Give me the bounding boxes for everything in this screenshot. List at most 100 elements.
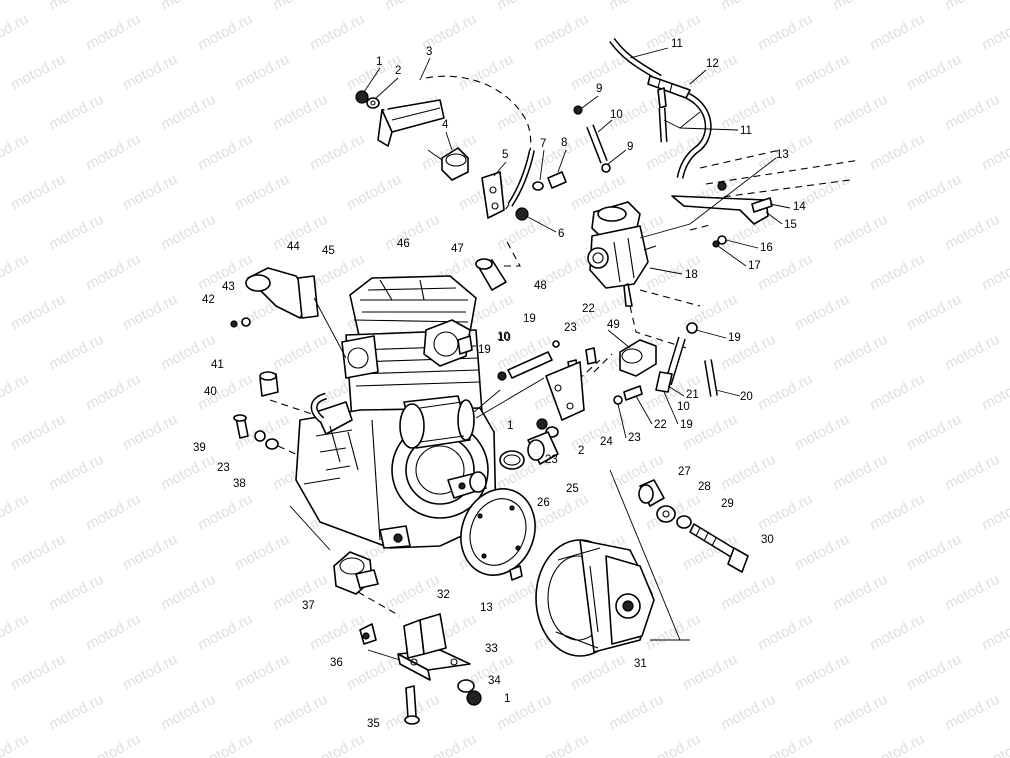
bolt-22-center xyxy=(585,347,597,365)
watermark-text: motod.ru xyxy=(0,611,31,654)
fuel-filter-10-right xyxy=(655,371,673,393)
watermark-text: motod.ru xyxy=(830,91,890,134)
callout-label: 19 xyxy=(728,332,741,344)
watermark-text: motod.ru xyxy=(867,611,927,654)
watermark-text: motod.ru xyxy=(942,571,1002,614)
callout-label: 2 xyxy=(395,65,401,77)
callout-label: 2 xyxy=(578,445,584,457)
watermark-text: motod.ru xyxy=(120,531,180,574)
watermark-text: motod.ru xyxy=(718,691,778,734)
gasket-45 xyxy=(297,275,319,319)
watermark-text: motod.ru xyxy=(904,531,964,574)
watermark-text: motod.ru xyxy=(942,691,1002,734)
callout-leaders xyxy=(363,47,791,439)
rubber-mount-37 xyxy=(333,551,379,595)
watermark-text: motod.ru xyxy=(867,371,927,414)
hose-3 xyxy=(383,78,425,111)
callout-label: 16 xyxy=(760,242,773,254)
watermark-text: motod.ru xyxy=(158,0,218,14)
fitting-19-center xyxy=(457,335,473,355)
watermark-text: motod.ru xyxy=(46,211,106,254)
callout-label: 1 xyxy=(507,420,513,432)
watermark-text: motod.ru xyxy=(46,691,106,734)
callout-label: 23 xyxy=(564,322,577,334)
watermark-text: motod.ru xyxy=(83,251,143,294)
cover-plate-32 xyxy=(460,488,536,576)
carburetor-18 xyxy=(587,201,657,307)
callout-label: 25 xyxy=(566,483,579,495)
watermark-text: motod.ru xyxy=(867,731,927,758)
callout-label: 45 xyxy=(322,245,335,257)
callout-label: 14 xyxy=(793,201,806,213)
watermark-text: motod.ru xyxy=(270,331,330,374)
callout-label: 6 xyxy=(558,228,564,240)
watermark-text: motod.ru xyxy=(904,51,964,94)
upper-frame-bracket xyxy=(377,99,445,147)
watermark-text: motod.ru xyxy=(979,251,1010,294)
watermark-text: motod.ru xyxy=(158,211,218,254)
callout-label: 3 xyxy=(426,46,432,58)
watermark-text: motod.ru xyxy=(232,171,292,214)
watermark-text: motod.ru xyxy=(867,491,927,534)
watermark-text: motod.ru xyxy=(456,51,516,94)
watermark-text: motod.ru xyxy=(643,611,703,654)
washer-2-top xyxy=(366,97,380,109)
nut-1-center xyxy=(536,418,548,430)
watermark-text: motod.ru xyxy=(46,0,106,14)
callout-label: 10 xyxy=(677,401,690,413)
callout-label: 28 xyxy=(698,481,711,493)
watermark-text: motod.ru xyxy=(680,651,740,694)
nut-6 xyxy=(515,207,529,221)
watermark-text: motod.ru xyxy=(792,531,852,574)
nut-1-top xyxy=(355,90,369,104)
callout-label: 22 xyxy=(654,419,667,431)
watermark-text: motod.ru xyxy=(755,611,815,654)
watermark-text: motod.ru xyxy=(979,371,1010,414)
callout-label: 21 xyxy=(686,389,699,401)
bolt-8 xyxy=(547,171,567,189)
washer-38 xyxy=(265,438,279,450)
callout-label: 17 xyxy=(748,260,761,272)
watermark-text: motod.ru xyxy=(120,651,180,694)
washer-23-right xyxy=(613,395,623,405)
watermark-text: motod.ru xyxy=(120,411,180,454)
watermark-text: motod.ru xyxy=(307,611,367,654)
screw-9 xyxy=(573,105,583,115)
engine-mount-bracket-33 xyxy=(397,613,471,681)
watermark-text: motod.ru xyxy=(344,651,404,694)
callout-label: 13 xyxy=(480,602,493,614)
watermark-text: motod.ru xyxy=(120,291,180,334)
hose-47 xyxy=(475,258,507,291)
watermark-text: motod.ru xyxy=(120,51,180,94)
tee-fitting-12 xyxy=(647,75,691,109)
callout-label: 49 xyxy=(607,319,620,331)
watermark-text: motod.ru xyxy=(718,331,778,374)
callout-label: 35 xyxy=(367,718,380,730)
watermark-text: motod.ru xyxy=(755,491,815,534)
callout-label: 41 xyxy=(211,359,224,371)
watermark-text: motod.ru xyxy=(494,0,554,14)
watermark-text: motod.ru xyxy=(568,411,628,454)
watermark-text: motod.ru xyxy=(904,411,964,454)
callout-label: 12 xyxy=(706,58,719,70)
watermark-text: motod.ru xyxy=(792,291,852,334)
callout-label: 10 xyxy=(498,332,511,344)
watermark-text: motod.ru xyxy=(979,491,1010,534)
drain-hose-20 xyxy=(704,359,718,397)
watermark-text: motod.ru xyxy=(83,131,143,174)
watermark-text: motod.ru xyxy=(307,131,367,174)
watermark-text: motod.ru xyxy=(8,651,68,694)
watermark-text: motod.ru xyxy=(83,371,143,414)
watermark-text: motod.ru xyxy=(718,451,778,494)
callout-label: 43 xyxy=(222,281,235,293)
nut-1-bottom xyxy=(466,690,482,706)
watermark-text: motod.ru xyxy=(270,571,330,614)
watermark-text: motod.ru xyxy=(494,91,554,134)
watermark-text: motod.ru xyxy=(158,571,218,614)
watermark-text: motod.ru xyxy=(0,251,31,294)
watermark-text: motod.ru xyxy=(8,171,68,214)
watermark-text: motod.ru xyxy=(83,611,143,654)
watermark-text: motod.ru xyxy=(8,291,68,334)
